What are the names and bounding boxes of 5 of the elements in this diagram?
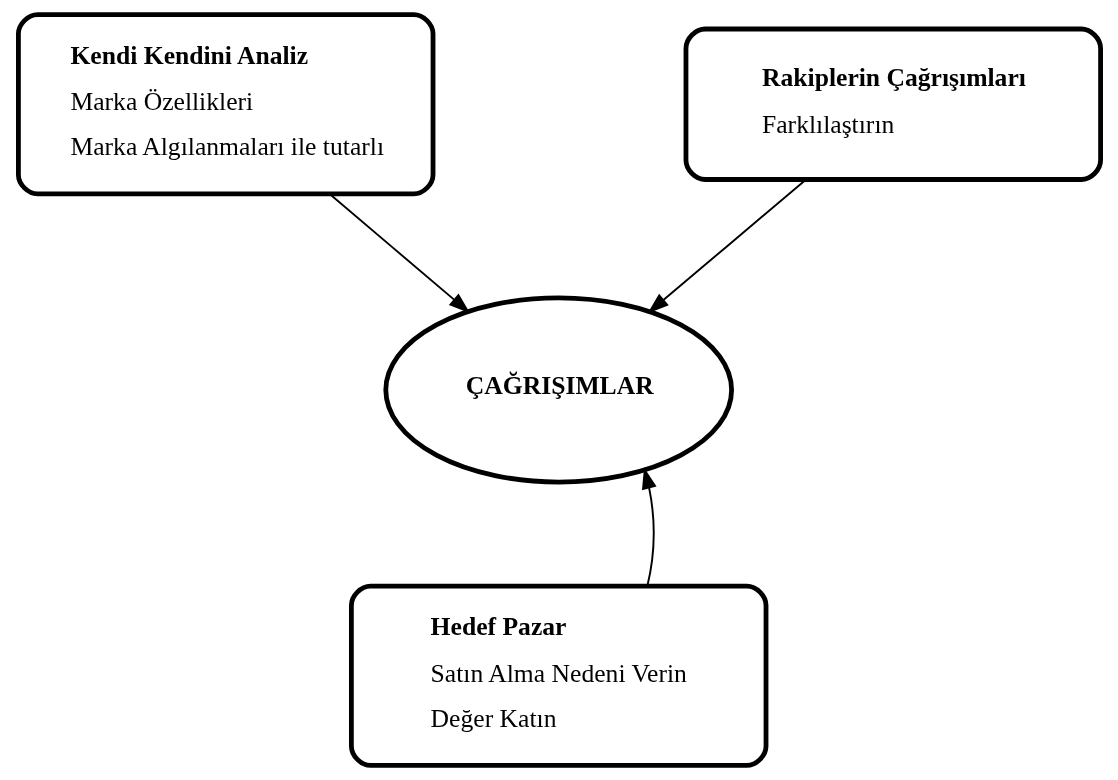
node-box: Rakiplerin Çağrışımları Farklılaştırın	[683, 26, 1103, 182]
arrow	[641, 467, 657, 587]
arrow	[328, 193, 470, 314]
node-box: Kendi Kendini Analiz Marka Özellikleri Marka Algılanmaları ile tutarlı	[15, 12, 435, 197]
node-box: Hedef Pazar Satın Alma Nedeni Verin Değer Katın	[348, 583, 768, 768]
